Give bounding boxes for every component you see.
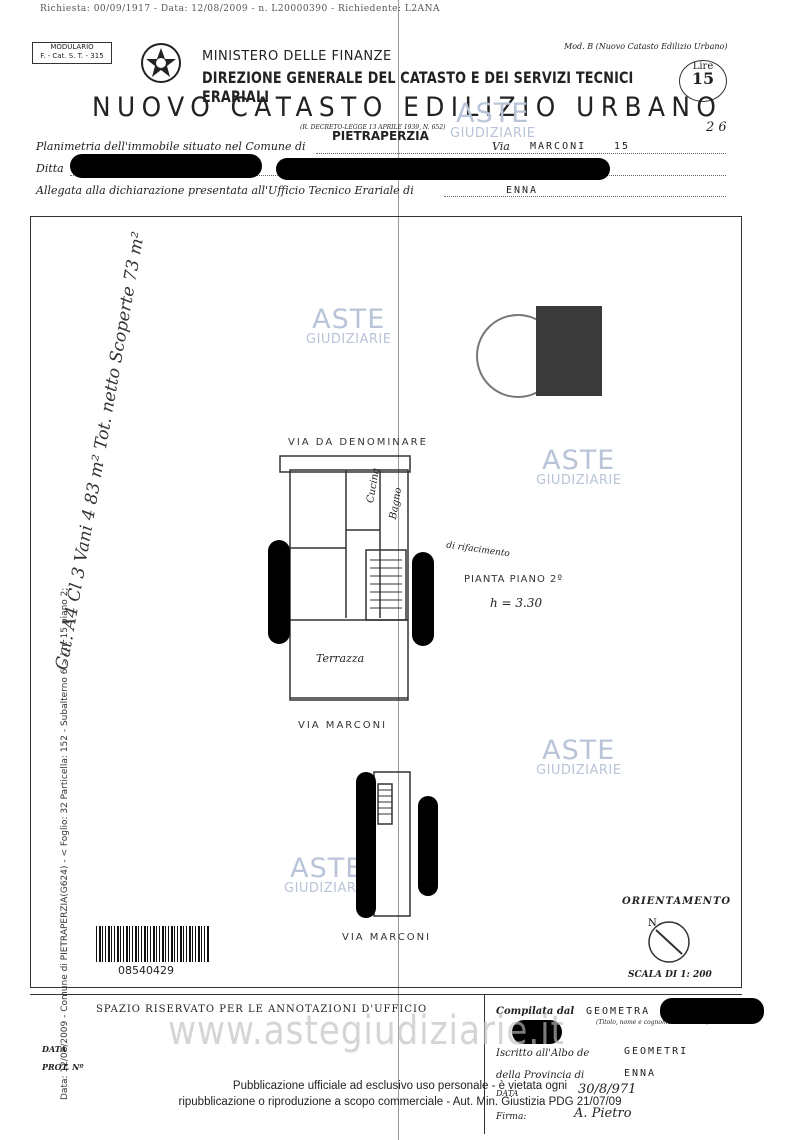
data2-value: 30/8/971 bbox=[578, 1082, 637, 1097]
top-reference-line: Richiesta: 00/09/1917 - Data: 12/08/2009… bbox=[40, 4, 440, 14]
watermark-aste-top: ASTE GIUDIZIARIE bbox=[450, 100, 535, 140]
redaction-ditta-1 bbox=[70, 154, 262, 178]
redaction-plan-left bbox=[268, 540, 290, 644]
north-arrow-icon: N bbox=[648, 918, 690, 963]
scale-value: 200 bbox=[692, 970, 712, 980]
redaction-stair-left bbox=[356, 772, 376, 918]
footer-line-1: Pubblicazione ufficiale ad esclusivo uso… bbox=[232, 1080, 568, 1092]
barcode-icon bbox=[96, 926, 210, 962]
watermark-line2: GIUDIZIARIE bbox=[536, 763, 622, 778]
redaction-compilata bbox=[660, 998, 764, 1024]
redaction-ditta-2 bbox=[276, 158, 610, 180]
watermark-line1: ASTE bbox=[312, 304, 386, 335]
italian-emblem-icon bbox=[141, 43, 181, 83]
allegata-line bbox=[444, 196, 726, 197]
allegata-label: Allegata alla dichiarazione presentata a… bbox=[36, 184, 414, 197]
compilata-value: GEOMETRA bbox=[586, 1006, 651, 1017]
stair-plan-drawing bbox=[373, 771, 411, 917]
compilata-subtitle: (Titolo, nome e cognome del tecnico) bbox=[596, 1019, 709, 1026]
office-prot-label: PROT. Nº bbox=[42, 1062, 84, 1072]
watermark-aste-4: ASTE GIUDIZIARIE bbox=[284, 855, 369, 895]
redaction-stair-right bbox=[418, 796, 438, 896]
document-title: NUOVO CATASTO EDILIZIO URBANO bbox=[92, 92, 723, 123]
iscritto-value: GEOMETRI bbox=[624, 1046, 689, 1057]
civico-value: 15 bbox=[614, 141, 631, 152]
svg-text:N: N bbox=[648, 918, 657, 929]
provincia-value: ENNA bbox=[624, 1068, 657, 1079]
via-value: MARCONI bbox=[530, 141, 587, 152]
data2-label: DATA bbox=[496, 1089, 519, 1098]
street-bottom-label: VIA MARCONI bbox=[298, 720, 388, 731]
model-b-label: Mod. B (Nuovo Catasto Edilizio Urbano) bbox=[564, 42, 728, 51]
firma-label: Firma: bbox=[496, 1112, 527, 1122]
direzione-title: DIREZIONE GENERALE DEL CATASTO E DEI SER… bbox=[202, 68, 634, 106]
comune-value: PIETRAPERZIA bbox=[332, 129, 429, 143]
lire-label: Lire bbox=[692, 61, 714, 72]
room-label-terrazza: Terrazza bbox=[316, 652, 365, 665]
provincia-label: della Provincia di bbox=[496, 1070, 585, 1081]
tax-stamp-lire: Lire 15 bbox=[679, 60, 727, 102]
watermark-aste-3: ASTE GIUDIZIARIE bbox=[536, 737, 621, 777]
ditta-label: Ditta bbox=[36, 162, 64, 175]
fold-line bbox=[398, 0, 399, 1140]
firma-value: A. Pietro bbox=[574, 1106, 632, 1121]
office-annotation-area bbox=[30, 994, 742, 1133]
modulario-box: MODULARIO F. - Cat. S. T. - 315 bbox=[32, 42, 112, 64]
plan-height: h = 3.30 bbox=[490, 596, 543, 610]
lire-value: 15 bbox=[691, 69, 715, 88]
redaction-plan-right bbox=[412, 552, 434, 646]
footer-site-watermark: www.astegiudiziarie.it bbox=[168, 1008, 565, 1054]
footer-line-2: ripubblicazione o riproduzione a scopo c… bbox=[178, 1096, 622, 1108]
floor-plan-drawing bbox=[279, 455, 411, 701]
office-date-label: DATA bbox=[42, 1044, 67, 1054]
corner-handwritten-mark: 2 6 bbox=[706, 120, 727, 135]
redaction-compilata-2 bbox=[512, 1020, 562, 1044]
plan-title: PIANTA PIANO 2º bbox=[464, 574, 564, 585]
modulario-label: MODULARIO bbox=[50, 43, 94, 51]
watermark-aste-2: ASTE GIUDIZIARIE bbox=[536, 447, 621, 487]
modulario-code: F. - Cat. S. T. - 315 bbox=[40, 52, 104, 60]
street-top-label: VIA DA DENOMINARE bbox=[288, 437, 428, 448]
compilata-label: Compilata dal bbox=[496, 1006, 575, 1017]
street-bottom2-label: VIA MARCONI bbox=[342, 932, 432, 943]
orientation-label: ORIENTAMENTO bbox=[622, 896, 732, 907]
watermark-line2: GIUDIZIARIE bbox=[284, 881, 370, 896]
planimetria-label: Planimetria dell'immobile situato nel Co… bbox=[36, 140, 306, 153]
watermark-line2: GIUDIZIARIE bbox=[536, 473, 622, 488]
apartment-outline bbox=[289, 469, 409, 701]
via-label: Via bbox=[492, 140, 510, 153]
plan-frame bbox=[30, 216, 742, 988]
watermark-line2: GIUDIZIARIE bbox=[450, 126, 536, 141]
scale-text: SCALA DI 1: bbox=[628, 970, 690, 980]
watermark-line1: ASTE bbox=[542, 445, 616, 476]
allegata-value: ENNA bbox=[506, 185, 539, 196]
watermark-line1: ASTE bbox=[290, 853, 364, 884]
balcony-top bbox=[279, 455, 411, 473]
ministry-name: MINISTERO DELLE FINANZE bbox=[202, 49, 392, 64]
scale-label: SCALA DI 1: 200 bbox=[628, 970, 712, 980]
watermark-line2: GIUDIZIARIE bbox=[306, 332, 392, 347]
decree-reference: (R. DECRETO-LEGGE 13 APRILE 1939, N. 652… bbox=[300, 124, 446, 131]
watermark-line1: ASTE bbox=[456, 98, 530, 129]
watermark-line1: ASTE bbox=[542, 735, 616, 766]
iscritto-label: Iscritto all'Albo de bbox=[496, 1048, 590, 1059]
watermark-aste-1: ASTE GIUDIZIARIE bbox=[306, 306, 391, 346]
office-space-label: SPAZIO RISERVATO PER LE ANNOTAZIONI D'UF… bbox=[96, 1004, 428, 1015]
barcode-number: 08540429 bbox=[118, 964, 174, 977]
fiscal-stamp-icon bbox=[536, 306, 602, 396]
planimetria-line bbox=[316, 153, 726, 154]
office-divider bbox=[484, 994, 485, 1134]
